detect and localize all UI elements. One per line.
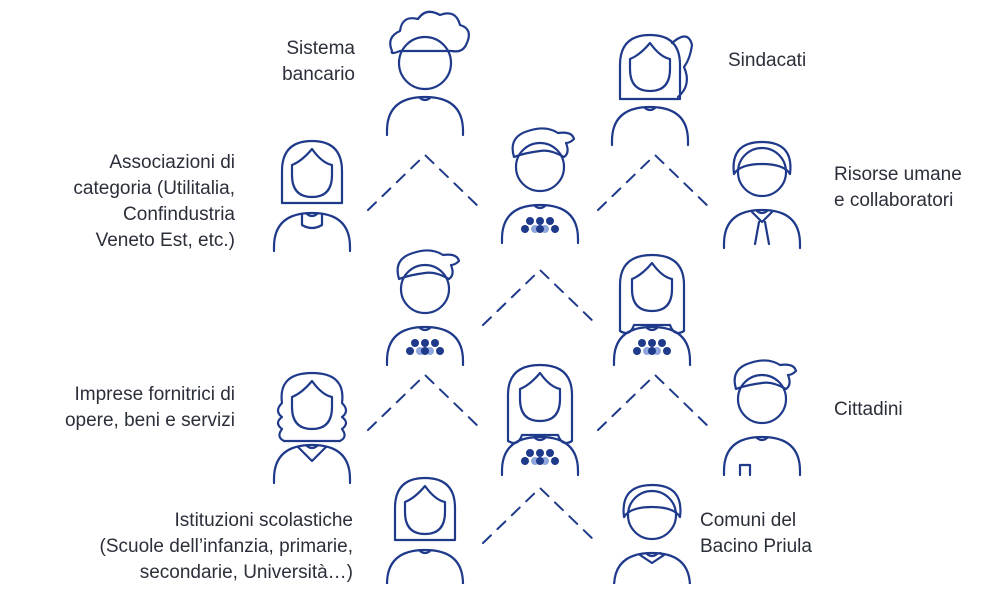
- center-team-figure-icon-middle: [500, 363, 580, 477]
- label-imprese: Imprese fornitrici di opere, beni e serv…: [64, 384, 235, 431]
- connector-dashes: [482, 486, 598, 544]
- label-sistema-bancario: Sistema bancario: [282, 38, 355, 85]
- suppliers-figure-icon: [272, 371, 352, 485]
- center-team-figure-icon-right: [612, 253, 692, 367]
- connector-dashes: [367, 153, 483, 211]
- staff-figure-icon: [722, 140, 802, 250]
- municipalities-figure-icon: [612, 483, 692, 589]
- center-team-figure-icon-top: [500, 127, 580, 245]
- label-sindacati: Sindacati: [728, 50, 807, 71]
- label-istituzioni: Istituzioni scolastiche (Scuole dell’inf…: [99, 510, 353, 583]
- banker-figure-icon: [385, 10, 471, 137]
- label-associazioni: Associazioni di categoria (Utilitalia, C…: [73, 152, 235, 251]
- connector-dashes: [482, 268, 598, 326]
- citizens-figure-icon: [722, 359, 802, 477]
- connector-dashes: [367, 373, 483, 431]
- connector-dashes: [597, 373, 713, 431]
- associations-figure-icon: [272, 139, 352, 253]
- union-figure-icon: [610, 33, 694, 147]
- label-comuni: Comuni del Bacino Priula: [700, 510, 812, 557]
- schools-figure-icon: [385, 476, 465, 589]
- label-risorse-umane: Risorse umane e collaboratori: [834, 164, 962, 211]
- connector-dashes: [597, 153, 713, 211]
- center-team-figure-icon-left: [385, 249, 465, 367]
- label-cittadini: Cittadini: [834, 399, 903, 420]
